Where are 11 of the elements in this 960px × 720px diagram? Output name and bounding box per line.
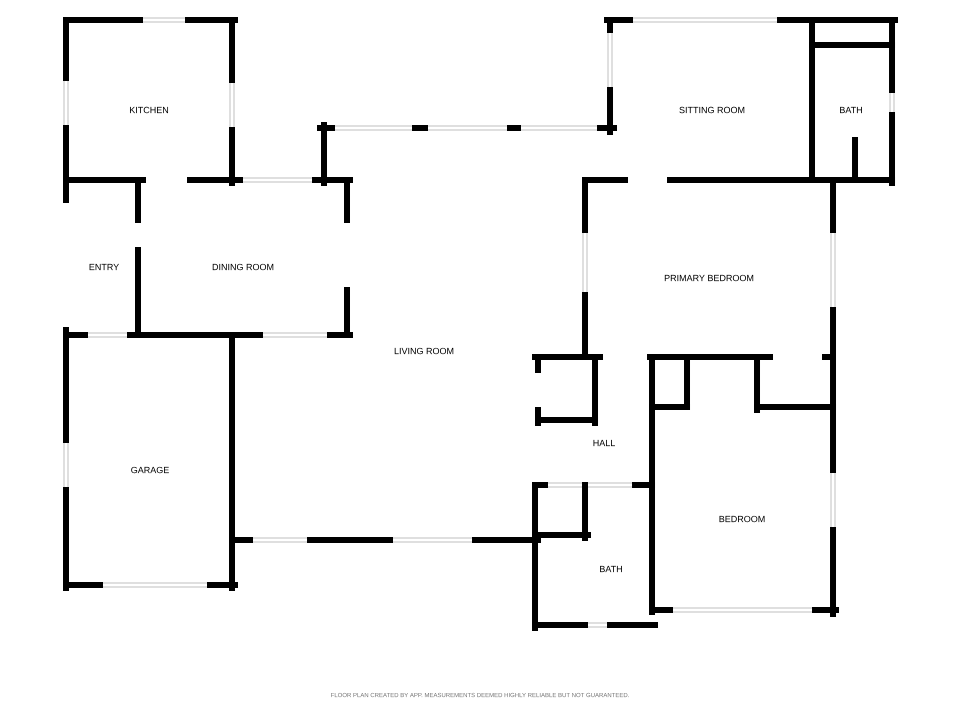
room-label: BATH	[600, 566, 622, 572]
room-label: BATH	[840, 106, 862, 114]
room-label: DINING ROOM	[212, 264, 274, 270]
room-label: BEDROOM	[720, 516, 765, 522]
room-label: SITTING ROOM	[679, 106, 744, 114]
room-label: HALL	[594, 440, 615, 446]
room-label: LIVING ROOM	[394, 348, 454, 354]
room-label: PRIMARY BEDROOM	[664, 274, 754, 282]
room-label: ENTRY	[90, 264, 119, 270]
room-label: GARAGE	[131, 466, 169, 474]
room-label: KITCHEN	[130, 106, 168, 114]
